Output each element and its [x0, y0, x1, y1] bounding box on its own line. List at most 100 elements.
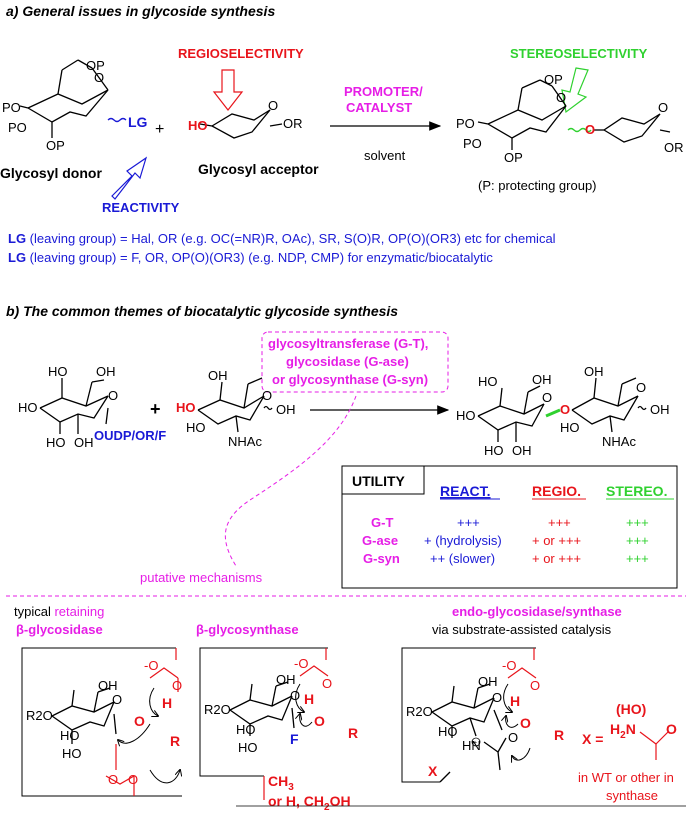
donor-po-1: PO [2, 100, 21, 115]
mech1-neg-o: -O [144, 658, 158, 673]
utility-header: UTILITY [352, 473, 406, 489]
row-gt-stereo: +++ [626, 515, 649, 530]
mech1-ho-2: HO [62, 746, 82, 761]
mech1-glyc-o: O [134, 713, 145, 729]
solvent-label: solvent [364, 148, 406, 163]
biocat-product-oh-1: OH [532, 372, 552, 387]
reactivity-arrow [111, 156, 148, 200]
mech2-ring-o: O [290, 688, 300, 703]
mech3-ring-o: O [492, 690, 502, 705]
row-gase-name: G-ase [362, 533, 398, 548]
mech3-ho-group: (HO) [616, 701, 646, 717]
reactivity-label: REACTIVITY [102, 200, 180, 215]
mech1-oh-top: OH [98, 678, 118, 693]
mech1-arrow-3 [149, 770, 180, 784]
mech3-r: R [554, 727, 564, 743]
mech2-structure [229, 681, 295, 736]
plus-sign-b: + [150, 399, 161, 419]
mech3-arrow-2 [506, 716, 519, 728]
row-gase-react: + (hydrolysis) [424, 533, 502, 548]
mech2-r: R [348, 725, 358, 741]
mech3-h: H [510, 693, 520, 709]
product-op-top: OP [544, 72, 563, 87]
regioselectivity-arrow [212, 69, 244, 111]
mech3-neg-o: -O [502, 658, 516, 673]
mech3-carboxylate [507, 648, 537, 679]
mech2-h: H [304, 691, 314, 707]
row-gsyn-stereo: +++ [626, 551, 649, 566]
mech1-enzyme-pocket [21, 647, 182, 797]
mech2-neg-o: -O [294, 656, 308, 671]
donor-label: Glycosyl donor [0, 165, 102, 181]
biocat-product-ring-o-2: O [636, 380, 646, 395]
mech3-o: O [508, 730, 518, 745]
biocat-acceptor-o: O [262, 388, 272, 403]
stereoselectivity-arrow [561, 67, 589, 114]
biocat-product-glycosidic-o: O [560, 402, 570, 417]
biocat-product-structure [477, 377, 647, 442]
product-po-2: PO [463, 136, 482, 151]
mech2-title: β-glycosynthase [196, 622, 299, 637]
mech1-h: H [162, 695, 172, 711]
mech1-structure [51, 687, 117, 744]
biocat-product-oh-2: OH [512, 443, 532, 458]
mech3-x-eq: X = [582, 731, 603, 747]
mech3-wt-line2: synthase [606, 788, 658, 803]
product-disaccharide-structure [477, 79, 671, 150]
product-po-1: PO [456, 116, 475, 131]
section-b-title: b) The common themes of biocatalytic gly… [6, 303, 398, 319]
lg-line-enzymatic: LG (leaving group) = F, OR, OP(O)(OR3) (… [8, 250, 493, 265]
mech1-r: R [170, 733, 180, 749]
mech3-plus-charge [471, 737, 481, 747]
glycosyl-acceptor-structure [199, 109, 283, 139]
mech3-hn: HN [462, 738, 481, 753]
mech3-structure [431, 683, 507, 783]
acceptor-ho: HO [188, 118, 208, 133]
biocat-acceptor-ho-red: HO [176, 400, 196, 415]
row-gt-regio: +++ [548, 515, 571, 530]
biocat-donor-structure [39, 378, 109, 434]
biocat-product-nhac: NHAc [602, 434, 636, 449]
biocat-acceptor-ho: HO [186, 420, 206, 435]
plus-sign-a: + [155, 121, 164, 138]
mech1-r2o: R2O [26, 708, 53, 723]
enzyme-line-2: glycosidase (G-ase) [286, 354, 409, 369]
mech2-fluoro: F [290, 731, 299, 747]
row-gsyn-react: ++ (slower) [430, 551, 495, 566]
biocat-acceptor-oh-top: OH [208, 368, 228, 383]
product-ring-o-1: O [556, 90, 566, 105]
mech2-ch3: CH3 [268, 773, 294, 793]
mech2-ho-2: HO [238, 740, 258, 755]
mech3-amide-o: O [666, 721, 677, 737]
row-gsyn-name: G-syn [363, 551, 400, 566]
mech2-carboxylate [263, 648, 329, 800]
protecting-group-note: (P: protecting group) [478, 178, 597, 193]
biocat-product-oh-3: OH [650, 402, 670, 417]
lg-line-chemical: LG (leaving group) = Hal, OR (e.g. OC(=N… [8, 231, 556, 246]
product-op-bottom: OP [504, 150, 523, 165]
mech3-glyc-o: O [520, 715, 531, 731]
biocat-product-ho-4: HO [560, 420, 580, 435]
acceptor-label: Glycosyl acceptor [198, 161, 319, 177]
biocat-donor-o: O [108, 388, 118, 403]
mech3-plus-sign: + [473, 740, 477, 747]
mech1-arrow-2 [118, 723, 151, 743]
enzyme-line-1: glycosyltransferase (G-T), [268, 336, 428, 351]
biocat-acceptor-nhac: NHAc [228, 434, 262, 449]
biocat-donor-oh: OH [96, 364, 116, 379]
donor-ring-o: O [94, 70, 104, 85]
biocat-donor-leaving: OUDP/OR/F [94, 428, 166, 443]
mech3-h2n: H2N [610, 721, 636, 741]
mech3-ho: HO [438, 724, 458, 739]
mech1-carboxylates [105, 648, 179, 796]
mech1-o: O [172, 678, 182, 693]
mech2-enzyme-pocket [199, 647, 328, 777]
biocat-product-ring-o-1: O [542, 390, 552, 405]
mech1-ring-o: O [112, 692, 122, 707]
product-glycosidic-o: O [585, 122, 595, 137]
biocat-donor-ho-1: HO [18, 400, 38, 415]
mech3-line1: endo-glycosidase/synthase [452, 604, 622, 619]
section-a-title: a) General issues in glycoside synthesis [6, 3, 275, 19]
row-gt-react: +++ [457, 515, 480, 530]
